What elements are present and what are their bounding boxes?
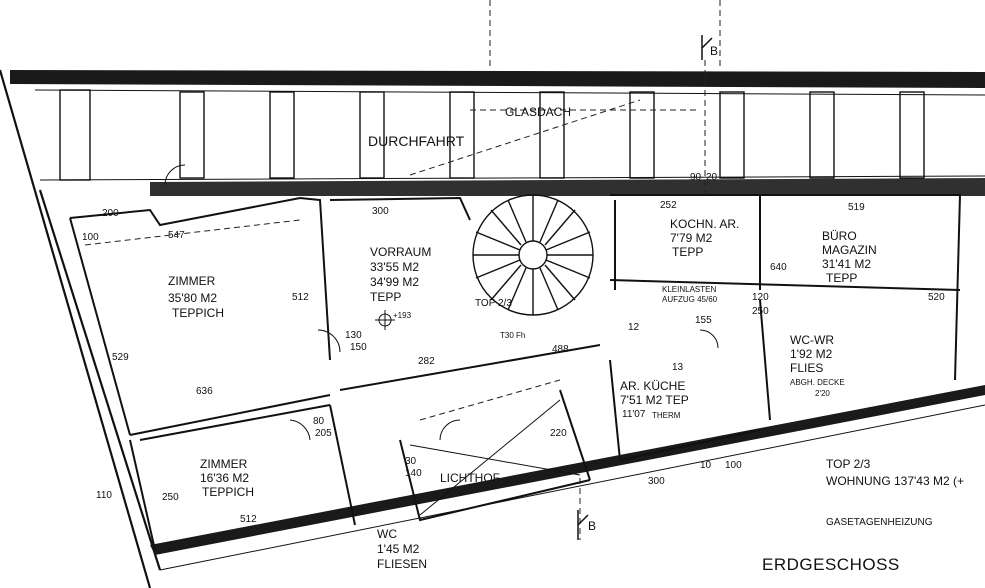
lichthof-label: LICHTHOF [440, 471, 500, 485]
interior-walls [69, 194, 962, 551]
dim-80: 80 [313, 416, 325, 427]
dimensions: 200 547 100 512 529 636 300 282 488 155 … [82, 172, 945, 525]
kochn-name: KOCHN. AR. [670, 217, 739, 231]
dim-220: 220 [550, 428, 567, 439]
arkueche-area: 7'51 M2 TEP [620, 393, 689, 407]
zimmer2-floor: TEPPICH [202, 485, 254, 499]
kochn-area: 7'79 M2 [670, 231, 713, 245]
dim-636: 636 [196, 386, 213, 397]
zimmer1-floor: TEPPICH [172, 306, 224, 320]
zimmer2-area: 16'36 M2 [200, 471, 249, 485]
dim-300b: 300 [648, 476, 665, 487]
dim-10: 10 [700, 460, 712, 471]
kleinlasten-line1: KLEINLASTEN [662, 285, 716, 294]
dim-252: 252 [660, 200, 677, 211]
vorraum-name: VORRAUM [370, 245, 431, 259]
dim-155: 155 [695, 315, 712, 326]
dim-519: 519 [848, 202, 865, 213]
dim-250: 250 [752, 306, 769, 317]
summary-heating: GASETAGENHEIZUNG [826, 517, 933, 528]
dim-529: 529 [112, 352, 129, 363]
wcwr-note: ABGH. DECKE [790, 378, 845, 387]
wcwr-note2: 2'20 [815, 389, 830, 398]
dim-90: 90 [690, 172, 702, 183]
summary-top: TOP 2/3 [826, 457, 871, 471]
arkueche-therm: THERM [652, 411, 681, 420]
door-rating: T30 Fh [500, 331, 525, 340]
zimmer1-area: 35'80 M2 [168, 291, 217, 305]
dim-512: 512 [292, 292, 309, 303]
buero-area: 31'41 M2 [822, 257, 871, 271]
section-label-top: B [710, 44, 718, 58]
arkueche-name: AR. KÜCHE [620, 379, 685, 393]
glasdach-label: GLASDACH [505, 105, 571, 119]
dim-30: 30 [405, 456, 417, 467]
dim-250b: 250 [162, 492, 179, 503]
dim-547: 547 [168, 230, 185, 241]
outer-walls [0, 69, 985, 588]
wc-floor: FLIESEN [377, 557, 427, 571]
dim-110: 110 [96, 490, 112, 501]
dim-205: 205 [315, 428, 332, 439]
wc-area: 1'45 M2 [377, 542, 420, 556]
zimmer2-name: ZIMMER [200, 457, 248, 471]
lichthof-cross [409, 399, 581, 516]
dim-20: 20 [706, 172, 718, 183]
vorraum-area1: 33'55 M2 [370, 260, 419, 274]
buero-floor: TEPP [826, 271, 857, 285]
wcwr-area: 1'92 M2 [790, 347, 833, 361]
kleinlasten-line2: AUFZUG 45/60 [662, 295, 718, 304]
dim-140: 140 [405, 468, 422, 479]
dim-282: 282 [418, 356, 435, 367]
spiral-staircase [472, 194, 594, 316]
dashed-lines [84, 0, 721, 540]
level-marker: +193 [375, 310, 412, 330]
wcwr-name: WC-WR [790, 333, 834, 347]
section-marker-bottom: B [577, 510, 596, 540]
dim-520: 520 [928, 292, 945, 303]
buero-name2: MAGAZIN [822, 243, 877, 257]
dim-488: 488 [552, 344, 569, 355]
durchfahrt-label: DURCHFAHRT [368, 133, 465, 149]
vorraum-floor: TEPP [370, 290, 401, 304]
zimmer1-name: ZIMMER [168, 274, 216, 288]
dim-12: 12 [628, 322, 640, 333]
dim-150: 150 [350, 342, 367, 353]
arkueche-extra: 11'07 [622, 409, 646, 420]
kochn-floor: TEPP [672, 245, 703, 259]
buero-name1: BÜRO [822, 229, 857, 243]
level-value: +193 [393, 311, 412, 320]
dim-13: 13 [672, 362, 684, 373]
floor-title: ERDGESCHOSS [762, 555, 900, 574]
section-label-bottom: B [588, 519, 596, 533]
dim-200: 200 [102, 208, 119, 219]
dim-120: 120 [752, 292, 769, 303]
dim-100b: 100 [725, 460, 742, 471]
vorraum-area2: 34'99 M2 [370, 275, 419, 289]
dim-300: 300 [372, 206, 389, 217]
wcwr-floor: FLIES [790, 361, 823, 375]
section-marker-top: B [701, 35, 718, 60]
door-swings [164, 164, 719, 441]
wc-name: WC [377, 527, 397, 541]
dim-130: 130 [345, 330, 362, 341]
summary-wohnung: WOHNUNG 137'43 M2 (+ [826, 474, 964, 488]
dim-512b: 512 [240, 514, 257, 525]
top-label: TOP 2/3 [475, 298, 512, 309]
dim-100a: 100 [82, 232, 99, 243]
dim-640: 640 [770, 262, 787, 273]
